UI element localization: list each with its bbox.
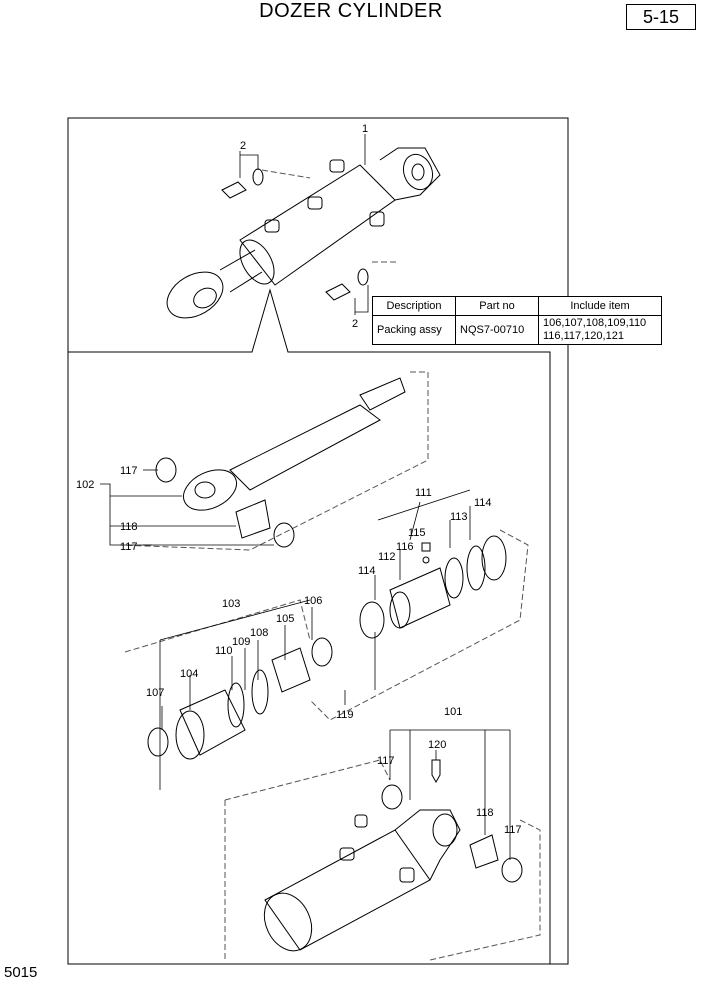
- callout-114-b: 114: [358, 565, 376, 577]
- cylinder-assembly-top: [166, 147, 441, 319]
- callout-120: 120: [428, 739, 446, 751]
- callout-1: 1: [362, 123, 368, 135]
- cell-part-no: NQS7-00710: [455, 315, 539, 345]
- callout-107: 107: [146, 687, 164, 699]
- ring-117-b: [273, 522, 295, 548]
- callout-2-b: 2: [352, 318, 358, 330]
- callout-115: 115: [408, 527, 426, 539]
- callout-116: 116: [396, 541, 414, 553]
- page-number-box: 5-15: [626, 4, 696, 30]
- outer-frame: [67, 117, 569, 965]
- callout-117-d: 117: [504, 824, 522, 836]
- include-line-1: 106,107,108,109,110: [543, 317, 647, 329]
- ring-117-a: [155, 457, 177, 483]
- callout-119: 119: [336, 709, 354, 721]
- cell-description: Packing assy: [372, 315, 456, 345]
- callout-114-a: 114: [474, 497, 492, 509]
- page-title: DOZER CYLINDER: [259, 0, 443, 22]
- callout-110: 110: [215, 645, 233, 657]
- callout-111: 111: [415, 487, 432, 499]
- header-part-no: Part no: [455, 296, 539, 316]
- callout-117-b: 117: [120, 541, 138, 553]
- callout-118-a: 118: [120, 521, 138, 533]
- callout-105: 105: [276, 613, 294, 625]
- piston-rod: [183, 377, 406, 511]
- callout-2-a: 2: [240, 140, 246, 152]
- tube-assembly: [263, 759, 523, 952]
- inner-frame: [68, 288, 551, 964]
- include-line-2: 116,117,120,121: [543, 330, 624, 342]
- table-header-row: Description Part no Include item: [372, 296, 662, 316]
- figure-number: 5015: [4, 964, 38, 981]
- bushing-118-a: [235, 499, 271, 539]
- cell-include-item: 106,107,108,109,110 116,117,120,121: [538, 315, 662, 345]
- piston-assembly: [359, 535, 507, 639]
- callout-118-b: 118: [476, 807, 494, 819]
- callout-104: 104: [180, 668, 198, 680]
- callout-117-c: 117: [377, 755, 395, 767]
- callout-117-a: 117: [120, 465, 138, 477]
- gland-assembly: [147, 637, 333, 760]
- callout-109: 109: [232, 636, 250, 648]
- callout-106: 106: [304, 595, 322, 607]
- packing-assy-table: Description Part no Include item Packing…: [372, 296, 662, 345]
- callout-101: 101: [444, 706, 462, 718]
- callout-108: 108: [250, 627, 268, 639]
- header-include-item: Include item: [538, 296, 662, 316]
- header-description: Description: [372, 296, 456, 316]
- table-row: Packing assy NQS7-00710 106,107,108,109,…: [372, 315, 662, 345]
- callout-103: 103: [222, 598, 240, 610]
- callout-102: 102: [76, 479, 94, 491]
- callout-112: 112: [378, 551, 396, 563]
- callout-113: 113: [450, 511, 468, 523]
